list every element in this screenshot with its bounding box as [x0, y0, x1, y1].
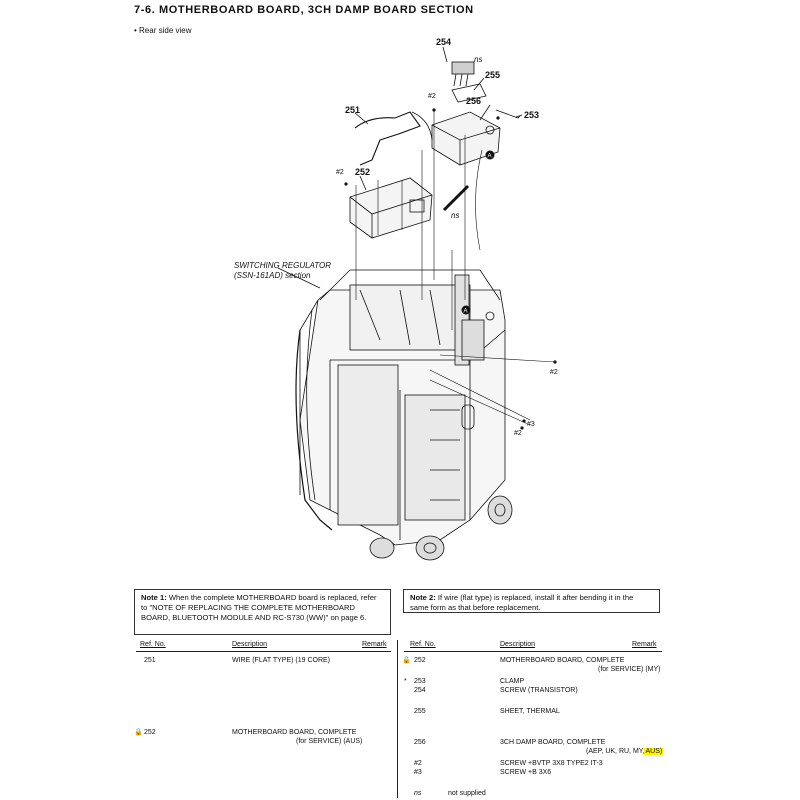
mark-a-top: A	[488, 154, 492, 160]
left-row-desc: WIRE (FLAT TYPE) (19 CORE)	[232, 657, 331, 664]
exploded-view-diagram: A A 254 ns 255 256 253 #2 251 #2 252 ns …	[234, 37, 558, 561]
right-ref-header: Ref. No.	[410, 641, 436, 648]
left-header-rule	[136, 651, 391, 652]
callout-253: 253	[524, 110, 539, 120]
note-1-box: Note 1: When the complete MOTHERBOARD bo…	[134, 589, 391, 635]
callout-254: 254	[436, 37, 451, 47]
callout-256: 256	[466, 96, 481, 106]
screw-2-lower: #2	[514, 430, 522, 437]
ns-label-top: ns	[474, 55, 482, 64]
view-subtitle: • Rear side view	[134, 26, 192, 35]
note-1-text: When the complete MOTHERBOARD board is r…	[141, 593, 377, 622]
right-row-ref: 255	[414, 708, 426, 715]
right-header-rule	[404, 651, 662, 652]
left-desc-header: Description	[232, 641, 268, 648]
left-ref-header: Ref. No.	[140, 641, 166, 648]
mark-a-bottom: A	[464, 309, 468, 315]
right-desc-header: Description	[500, 641, 536, 648]
switching-regulator-label: SWITCHING REGULATOR	[234, 261, 331, 270]
note-1-head: Note 1:	[141, 593, 167, 602]
right-row-desc: SHEET, THERMAL	[500, 708, 560, 715]
left-remark-header: Remark	[362, 641, 387, 648]
legend-text: not supplied	[448, 790, 486, 797]
right-row-desc: SCREW (TRANSISTOR)	[500, 687, 578, 694]
callout-251: 251	[345, 105, 360, 115]
left-row-ref: 252	[144, 729, 156, 736]
note-2-head: Note 2:	[410, 593, 436, 602]
switching-regulator-model: (SSN-161AD) section	[234, 271, 311, 280]
right-row-desc: CLAMP	[500, 678, 525, 685]
star-mark: *	[404, 678, 407, 685]
legend-code: ns	[414, 790, 422, 797]
callout-255: 255	[485, 70, 500, 80]
screw-2-top: #2	[428, 93, 436, 100]
note-2-text: If wire (flat type) is replaced, install…	[410, 593, 634, 612]
table-divider	[397, 640, 398, 798]
right-row-ref: 256	[414, 739, 426, 746]
ns-label-mid: ns	[451, 211, 459, 220]
right-row-ref: #2	[414, 760, 422, 767]
lock-mark: 🔒	[402, 657, 411, 664]
remark-highlight-aus: AUS)	[644, 748, 664, 755]
right-row-ref: 253	[414, 678, 426, 685]
left-row-remark: (for SERVICE) (AUS)	[296, 738, 363, 745]
right-row-ref: 254	[414, 687, 426, 694]
right-row-remark: (AEP, UK, RU, MY,AUS)	[586, 747, 664, 756]
right-row-ref: 252	[414, 657, 426, 664]
screw-2-right: #2	[550, 369, 558, 376]
right-row-desc: SCREW +B 3X6	[500, 769, 552, 776]
right-row-desc: MOTHERBOARD BOARD, COMPLETE	[500, 657, 625, 664]
right-row-remark: (for SERVICE) (MY)	[598, 666, 661, 673]
right-row-desc: SCREW +BVTP 3X8 TYPE2 IT-3	[500, 760, 603, 767]
right-row-ref: #3	[414, 769, 422, 776]
remark-regions: (AEP, UK, RU, MY,	[586, 748, 645, 755]
left-row-desc: MOTHERBOARD BOARD, COMPLETE	[232, 729, 357, 736]
screw-3-right: #3	[527, 421, 535, 428]
note-2-box: Note 2: If wire (flat type) is replaced,…	[403, 589, 660, 613]
right-remark-header: Remark	[632, 641, 657, 648]
right-row-desc: 3CH DAMP BOARD, COMPLETE	[500, 739, 606, 746]
lock-mark: 🔒	[134, 729, 143, 736]
screw-2-left: #2	[336, 169, 344, 176]
left-row-ref: 251	[144, 657, 156, 664]
callout-252: 252	[355, 167, 370, 177]
page-title: 7-6. MOTHERBOARD BOARD, 3CH DAMP BOARD S…	[134, 4, 474, 16]
